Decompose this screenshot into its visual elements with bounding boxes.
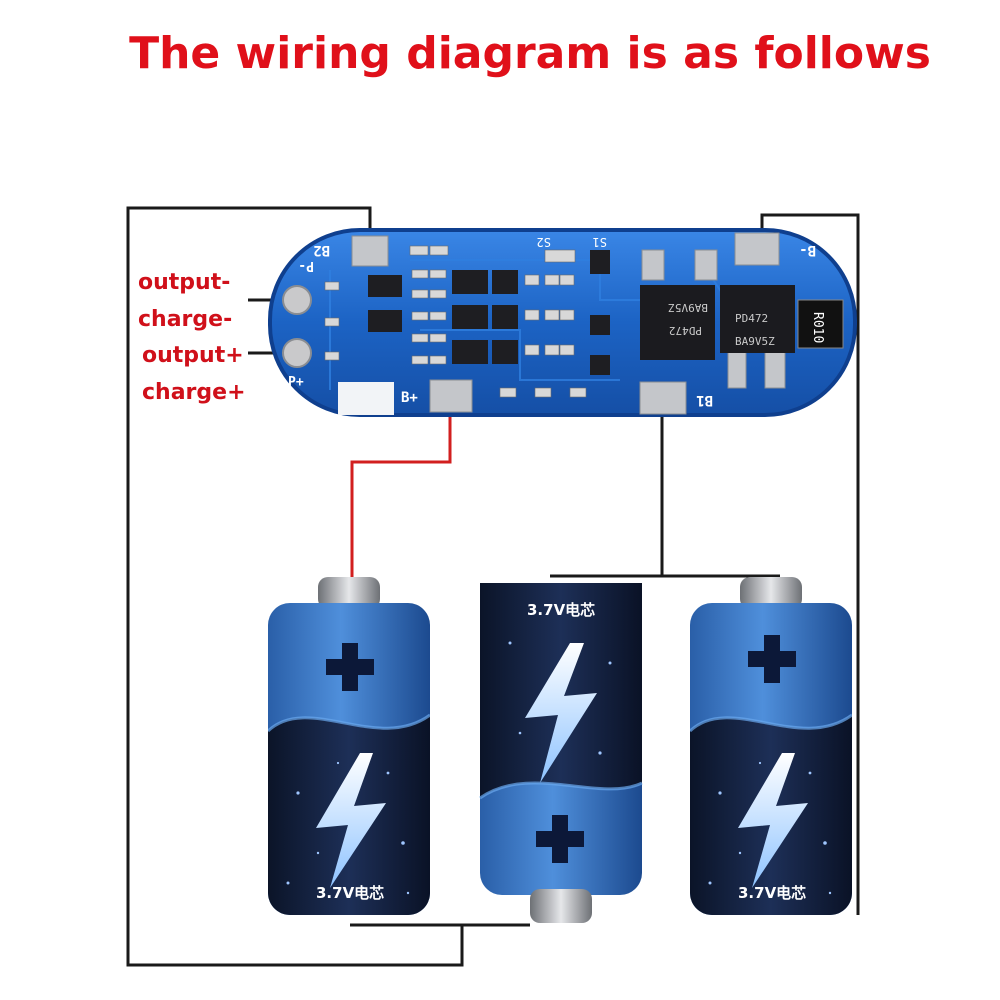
silk-s1: S1 [593,235,607,249]
mosfet-1 [640,285,715,360]
chip1-code: BA9V5Z [668,301,708,314]
mosfet-2 [720,285,795,353]
battery-1-label: 3.7V电芯 [316,884,384,902]
label-charge-plus: charge+ [142,380,246,405]
pad-p-plus [282,338,312,368]
chip1-name: PD472 [669,324,702,337]
resistor-label: R010 [810,312,825,343]
lightning-bolt-icon [738,753,808,888]
wire-b1 [550,405,664,578]
battery-3: 3.7V电芯 [690,577,852,915]
plus-icon [536,815,584,863]
silk-p-plus: P+ [288,375,304,390]
label-output-plus: output+ [142,343,244,368]
chip2-name: PD472 [735,312,768,325]
silk-b-plus: B+ [401,390,418,406]
label-output-minus: output- [138,270,230,295]
lightning-bolt-icon [316,753,386,888]
pcb-board: B2 B- B+ B1 P- P+ S2 S1 [268,228,857,417]
battery-2-label: 3.7V电芯 [527,601,595,619]
pad-p-minus [282,285,312,315]
battery-3-label: 3.7V电芯 [738,884,806,902]
label-charge-minus: charge- [138,307,232,332]
battery-1: 3.7V电芯 [268,577,430,915]
pad-b-plus [429,379,473,413]
silk-b1: B1 [696,392,713,408]
wire-b-plus [350,405,452,580]
black-wires [126,206,860,967]
silk-s2: S2 [537,235,551,249]
pad-b1 [639,381,687,415]
wire-b-minus [760,213,860,915]
pad-b-minus [734,232,780,266]
battery-2: 3.7V电芯 [479,583,643,923]
silk-b-minus: B- [799,242,816,258]
pad-b2 [351,235,389,267]
plus-icon [326,643,374,691]
page-title: The wiring diagram is as follows [129,28,931,79]
chip2-code: BA9V5Z [735,335,775,348]
silk-p-minus: P- [298,258,314,273]
silk-b2: B2 [313,242,330,258]
white-marker [338,382,394,415]
lightning-bolt-icon [525,643,597,783]
plus-icon [748,635,796,683]
resistor [797,299,844,349]
ic-group [368,250,610,375]
